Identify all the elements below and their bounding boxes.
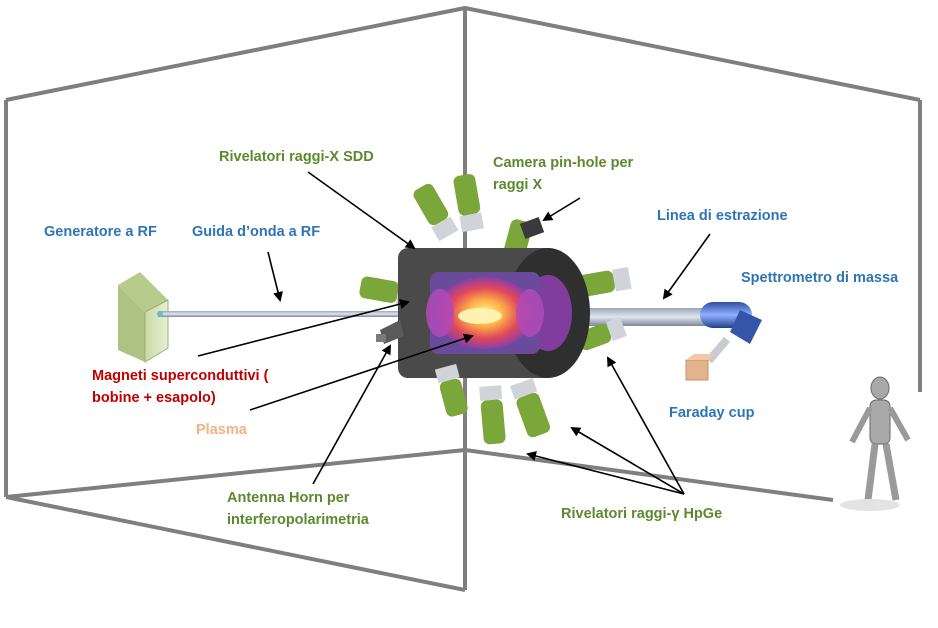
label-pinhole-line2: raggi X bbox=[493, 177, 543, 193]
faraday-cup bbox=[685, 354, 716, 381]
room-frame bbox=[4, 6, 922, 592]
arrow-plasma bbox=[249, 333, 474, 411]
label-faraday-cup: Faraday cup bbox=[669, 405, 755, 421]
hpge-detector-front bbox=[434, 363, 551, 445]
pointer-arrows bbox=[197, 171, 711, 495]
source-cryostat bbox=[398, 248, 590, 378]
extraction-beamline bbox=[560, 308, 720, 326]
arrow-waveguide bbox=[267, 251, 283, 302]
label-extraction-line: Linea di estrazione bbox=[657, 208, 788, 224]
mass-spectrometer-magnet bbox=[700, 302, 762, 364]
arrow-antenna bbox=[312, 344, 391, 485]
arrow-hpge-3 bbox=[526, 451, 685, 495]
label-mass-spectrometer: Spettrometro di massa bbox=[741, 270, 899, 286]
horn-antenna bbox=[376, 320, 404, 344]
label-antenna-line2: interferopolarimetria bbox=[227, 512, 369, 528]
arrow-hpge-1 bbox=[607, 356, 685, 495]
label-magnets-line1: Magneti superconduttivi ( bbox=[92, 368, 269, 384]
label-magnets-line2: bobine + esapolo) bbox=[92, 390, 216, 406]
label-pinhole-line1: Camera pin-hole per bbox=[493, 155, 634, 171]
arrow-pinhole bbox=[542, 197, 581, 222]
label-antenna-line1: Antenna Horn per bbox=[227, 490, 350, 506]
pinhole-camera bbox=[519, 217, 545, 239]
rf-waveguide bbox=[157, 311, 420, 317]
label-sdd-detectors: Rivelatori raggi-X SDD bbox=[219, 149, 374, 165]
label-plasma: Plasma bbox=[196, 422, 247, 438]
arrow-sdd bbox=[307, 171, 416, 250]
arrow-hpge-2 bbox=[570, 426, 685, 495]
human-scale-figure bbox=[840, 376, 911, 511]
label-rf-generator: Generatore a RF bbox=[44, 224, 157, 240]
label-hpge-detectors: Rivelatori raggi-γ HpGe bbox=[561, 506, 723, 522]
label-rf-waveguide: Guida d’onda a RF bbox=[192, 224, 321, 240]
arrow-magnets bbox=[197, 299, 410, 357]
arrow-extraction bbox=[662, 233, 711, 300]
